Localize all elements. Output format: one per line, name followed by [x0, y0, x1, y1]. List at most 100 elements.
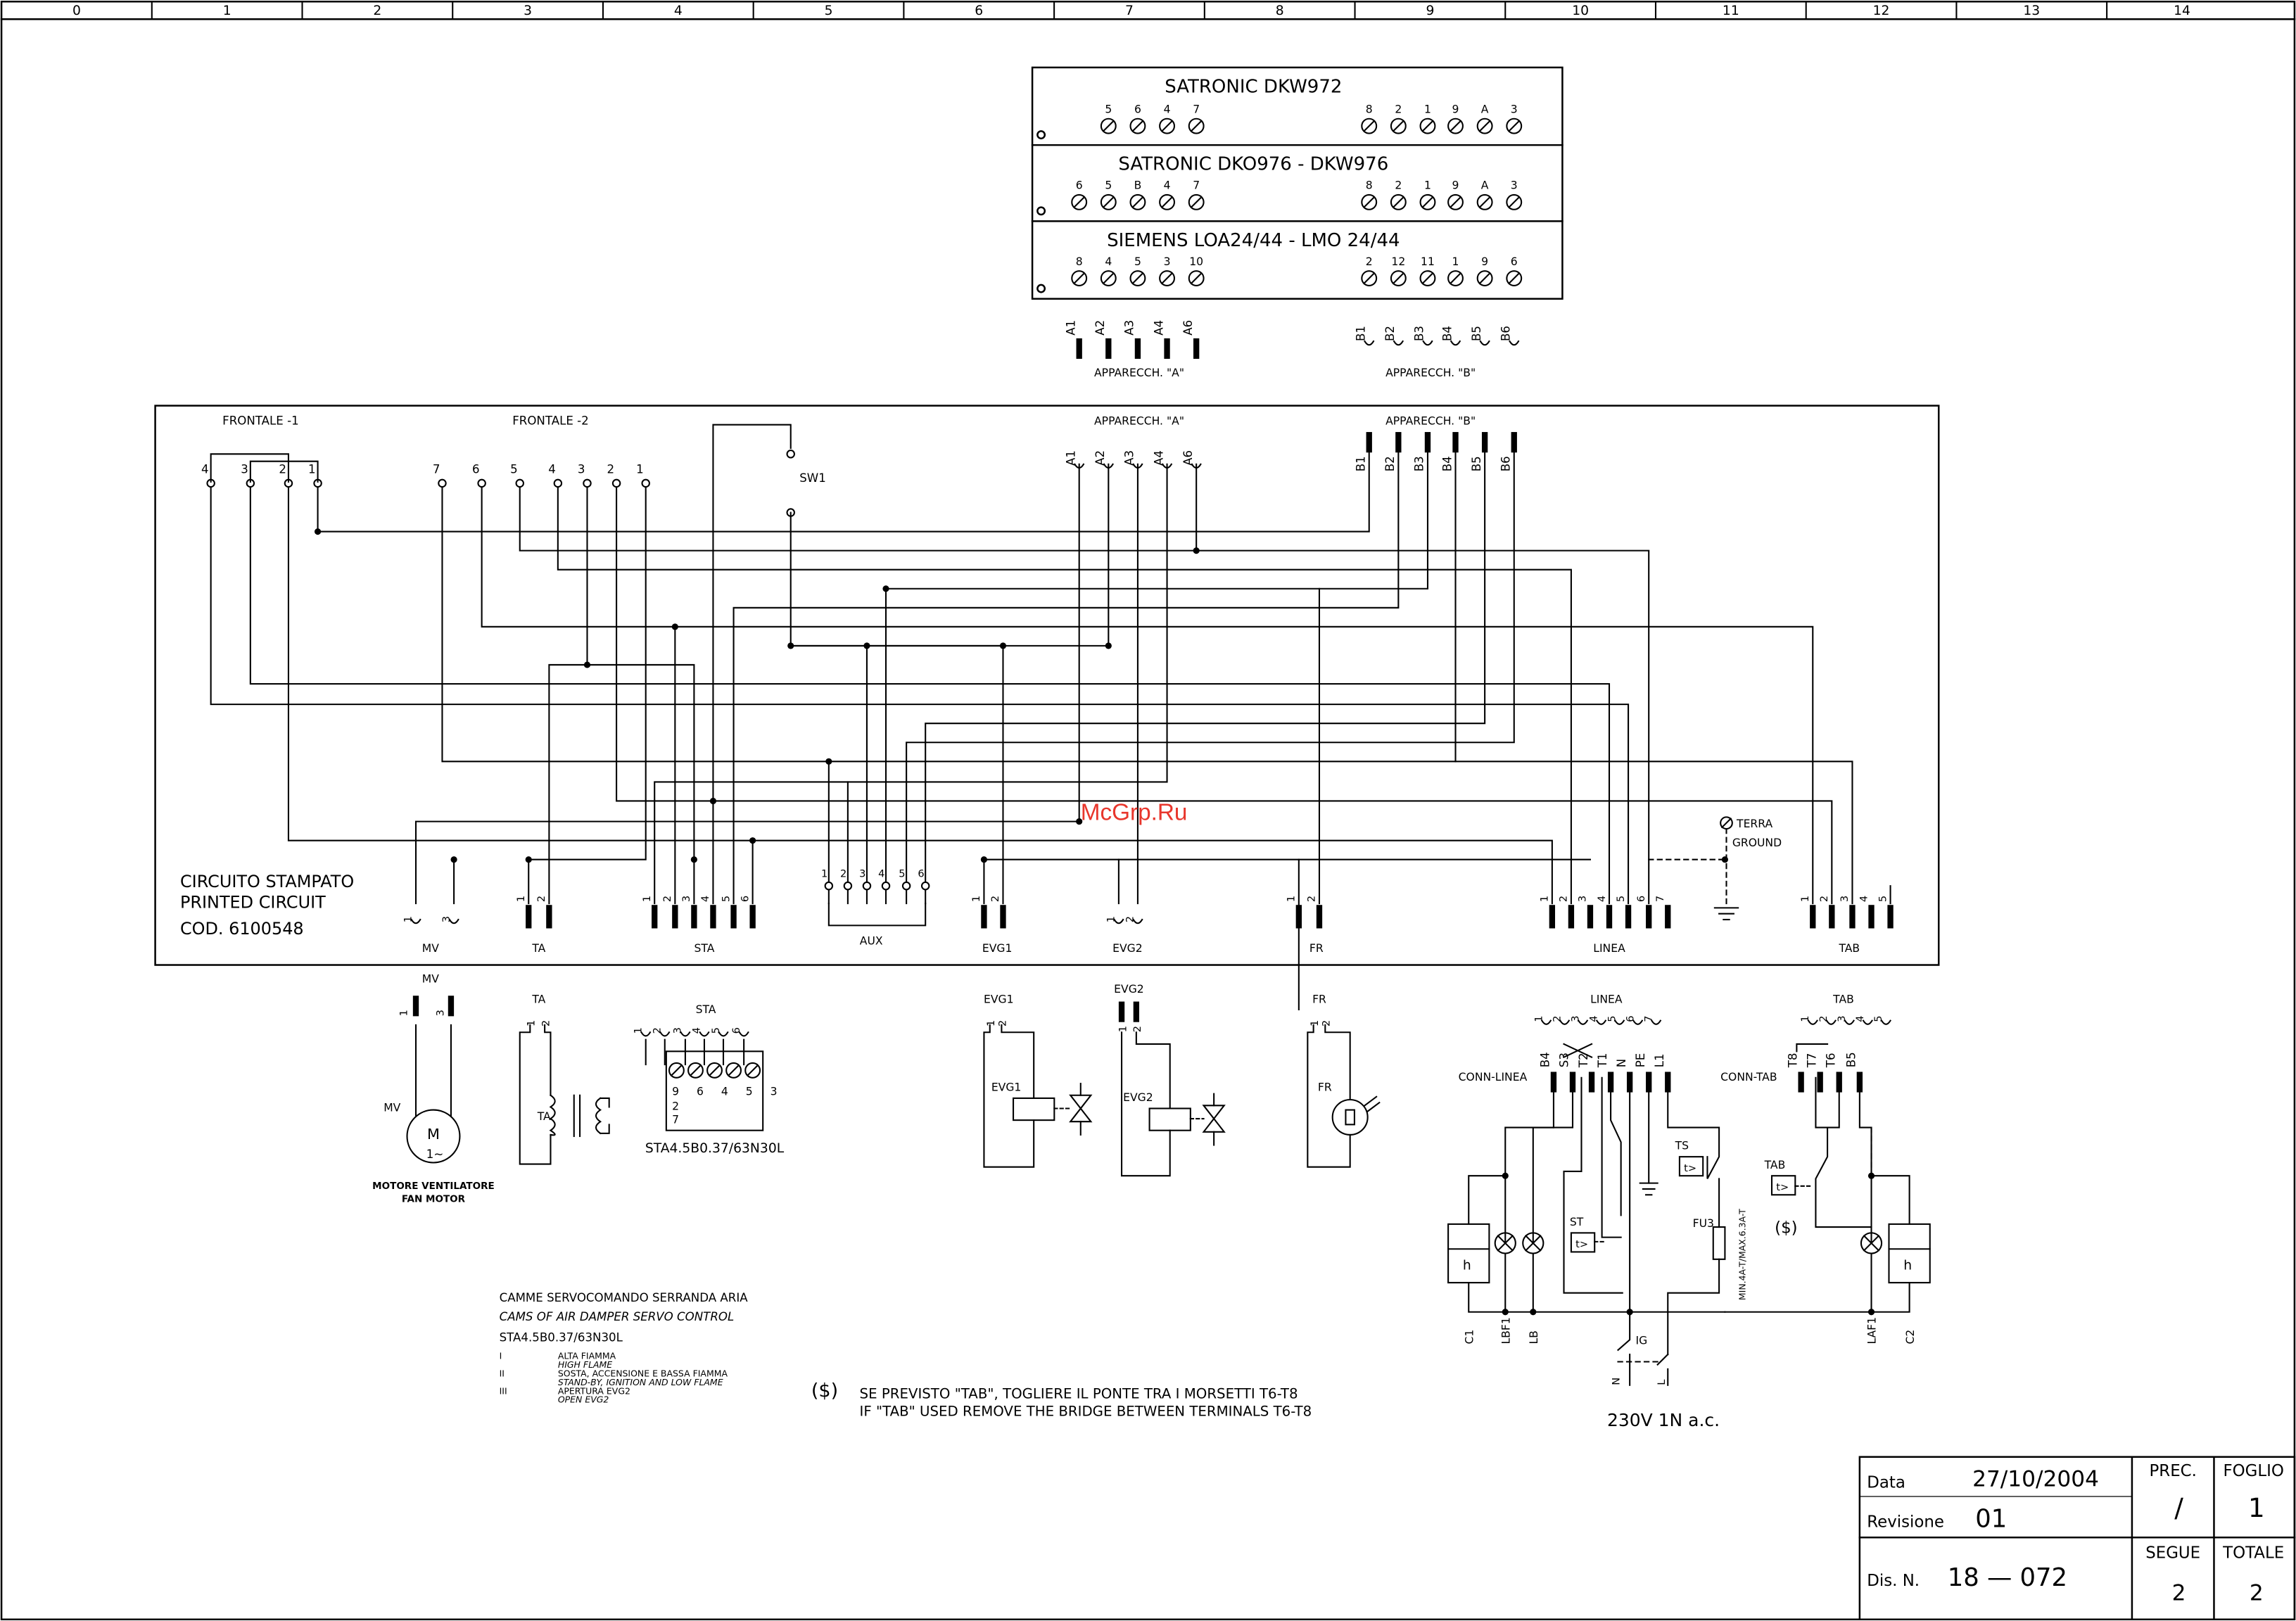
linea-socket — [1650, 1019, 1662, 1025]
screw-terminal — [1071, 193, 1088, 210]
relay-pin-a: A2 — [1093, 320, 1107, 336]
terminal-number: 1 — [1452, 255, 1459, 268]
tab-top-label: TAB — [1832, 993, 1854, 1006]
linea-pin-number: 1 — [1533, 1015, 1545, 1022]
terminal-number: 3 — [1511, 179, 1518, 192]
screw-slot — [1449, 272, 1462, 285]
pcb-terminal-number: 5 — [510, 462, 518, 476]
screw-slot — [1190, 272, 1203, 285]
relay-title-dko976: SATRONIC DKO976 - DKW976 — [1118, 154, 1388, 175]
connector-pin-number: 6 — [1635, 896, 1647, 902]
motor-caption-it: MOTORE VENTILATORE — [372, 1181, 495, 1192]
prec-value: / — [2174, 1492, 2183, 1523]
terminal-number: A — [1481, 103, 1489, 115]
aux-terminal — [901, 881, 911, 891]
pcb-terminal-number: 3 — [241, 462, 248, 476]
fuse-rating: MIN.4A-T/MAX.6.3A-T — [1737, 1209, 1748, 1300]
board-caption-it: CIRCUITO STAMPATO — [180, 872, 354, 891]
terminal-number: 5 — [1134, 255, 1141, 268]
ruler-label: 8 — [1276, 4, 1284, 18]
ig-label: IG — [1635, 1335, 1647, 1347]
relay-pin-a: A3 — [1123, 320, 1136, 336]
linea-socket — [1613, 1019, 1625, 1025]
connector-pin-number: 2 — [535, 896, 547, 902]
connector-pin-number: 5 — [720, 896, 732, 902]
relay-label-app-b: APPARECCH. "B" — [1385, 367, 1476, 379]
screw-terminal — [1361, 117, 1378, 134]
sta-pin-number: 4 — [691, 1027, 703, 1034]
sta-pin-number: 1 — [632, 1027, 644, 1034]
ruler-label: 4 — [674, 4, 683, 18]
cam-desc-en: OPEN EVG2 — [558, 1394, 609, 1405]
evg2-top-label: EVG2 — [1114, 983, 1144, 996]
linea-pin-number: 5 — [1606, 1015, 1618, 1022]
mv-top-label: MV — [422, 973, 439, 986]
sta-terms: 9 6 4 5 3 — [672, 1086, 784, 1098]
revisione-value: 01 — [1975, 1505, 2007, 1534]
st-label: ST — [1570, 1216, 1584, 1228]
screw-slot — [1190, 196, 1203, 209]
screw-terminal — [1188, 193, 1205, 210]
sta-screw-slot — [689, 1064, 702, 1077]
terminal-number: 6 — [1076, 179, 1083, 192]
sta-pin-number: 5 — [710, 1027, 722, 1034]
screw-terminal — [1100, 270, 1117, 287]
fr-top-label: FR — [1312, 993, 1326, 1006]
cam-number: I — [500, 1350, 502, 1361]
tab-socket — [1880, 1019, 1891, 1025]
screw-terminal — [1188, 117, 1205, 134]
connector-pin-number: 2 — [840, 868, 846, 880]
board-pin-b: B2 — [1383, 456, 1397, 471]
terminal-number: 4 — [1164, 103, 1171, 115]
connector-pin-number: 1 — [1286, 896, 1298, 902]
connector-label-tab: TAB — [1838, 942, 1860, 955]
sta-screw — [706, 1062, 723, 1079]
pcb-terminal-number: 6 — [472, 462, 480, 476]
ta-pin1: 1 — [526, 1020, 538, 1026]
ground-symbol — [1648, 816, 1739, 921]
connector-pin-number: 4 — [1596, 896, 1608, 902]
pcb-terminal-number: 2 — [279, 462, 286, 476]
screw-slot — [1449, 196, 1462, 209]
ruler-label: 5 — [825, 4, 833, 18]
ignition-transformer: TA 1 2 TA — [519, 993, 610, 1165]
pcb-terminal-number: 4 — [548, 462, 556, 476]
terminal-number: 9 — [1481, 255, 1488, 268]
h-lamp-2: h — [1903, 1258, 1912, 1273]
frontale1-label: FRONTALE -1 — [222, 414, 299, 428]
connector-pin-number: 2 — [1558, 896, 1570, 902]
screw-terminal — [1506, 193, 1523, 210]
connector-socket — [1132, 918, 1143, 924]
screw-terminal — [1390, 270, 1407, 287]
pin-block — [1366, 432, 1372, 453]
evg1-top-label: EVG1 — [984, 993, 1014, 1006]
pin-socket — [1422, 340, 1433, 346]
terminal-number: 8 — [1366, 179, 1373, 192]
linea-pin-number: 4 — [1587, 1015, 1599, 1022]
sw1-contact — [786, 450, 795, 459]
aux-terminal — [843, 881, 853, 891]
connector-label-evg1: EVG1 — [982, 942, 1013, 955]
solenoid-valve-evg1: EVG1 1 2 EVG1 — [983, 993, 1093, 1168]
terminal-number: 5 — [1105, 103, 1112, 115]
screw-slot — [1507, 196, 1521, 209]
screw-terminal — [1361, 193, 1378, 210]
external-components: MV 1 3 MV M 1~ MOTORE VENTILATORE FAN MO… — [372, 973, 1931, 1430]
board-junctions — [314, 528, 1728, 863]
ruler-label: 11 — [1723, 4, 1739, 18]
ruler-label: 7 — [1125, 4, 1134, 18]
cams-title-en: CAMS OF AIR DAMPER SERVO CONTROL — [500, 1310, 735, 1323]
terminal-number: 8 — [1076, 255, 1083, 268]
connector-pin-number: 7 — [1654, 896, 1666, 902]
board-pin-a: A4 — [1152, 450, 1165, 466]
pcb-terminal — [515, 478, 524, 488]
connector-pin — [526, 905, 532, 929]
connector-pin — [1887, 905, 1894, 929]
conn-linea-pin: S3 — [1558, 1053, 1571, 1067]
relay-pin-b: B3 — [1413, 326, 1426, 341]
connector-pin — [1000, 905, 1006, 929]
screw-terminal — [1129, 117, 1146, 134]
relay-pin-a: A1 — [1064, 320, 1077, 336]
